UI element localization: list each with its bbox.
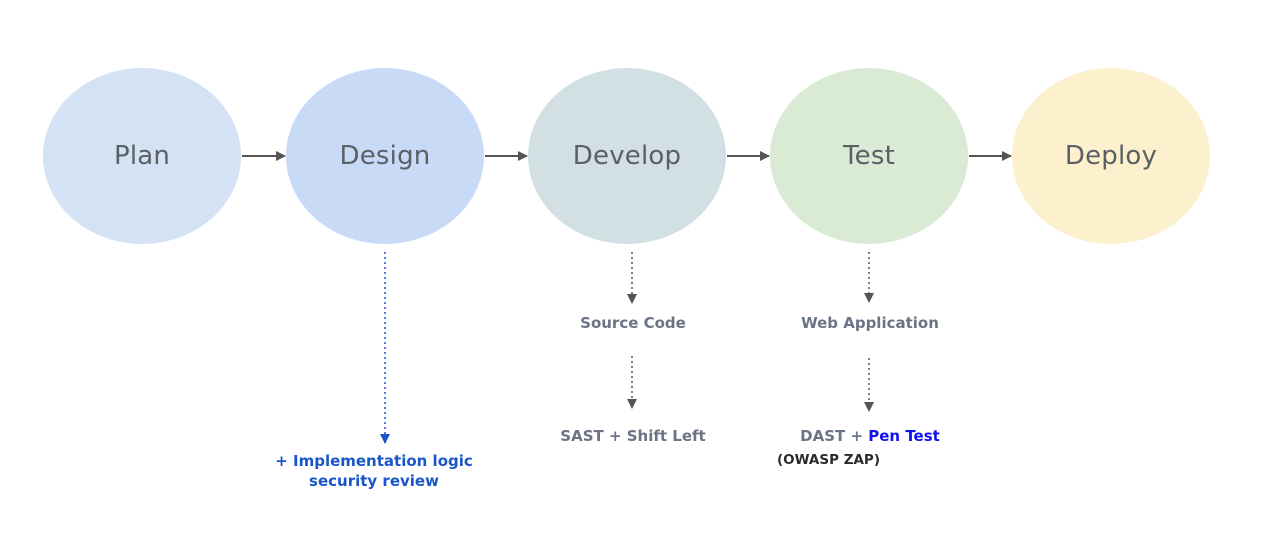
note-pen-test: Pen Test [868,427,940,445]
stage-design: Design [286,68,484,244]
stage-deploy: Deploy [1012,68,1210,244]
note-dast-pen-test: DAST + Pen Test [770,427,970,445]
stage-develop: Develop [528,68,726,244]
note-sast-shift-left: SAST + Shift Left [560,427,706,445]
stage-plan: Plan [43,68,241,244]
stage-deploy-label: Deploy [1064,141,1158,171]
note-implementation-logic: + Implementation logic [275,452,473,470]
stage-design-label: Design [339,141,431,171]
note-security-review: security review [309,472,439,490]
note-source-code: Source Code [580,314,686,332]
stage-test: Test [770,68,968,244]
note-web-application: Web Application [801,314,939,332]
stage-develop-label: Develop [572,141,682,171]
stage-test-label: Test [842,141,895,171]
note-dast-prefix: DAST + [800,427,869,445]
stage-plan-label: Plan [113,141,171,171]
note-owasp-zap: (OWASP ZAP) [777,452,880,468]
